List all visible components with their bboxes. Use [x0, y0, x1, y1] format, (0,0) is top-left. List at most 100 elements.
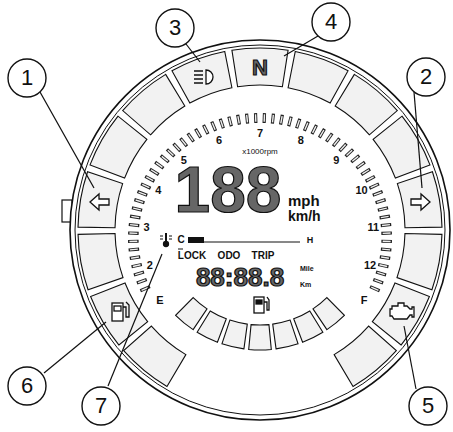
tach-tick-fill — [146, 177, 153, 181]
indicator-segment — [397, 234, 442, 290]
temp-scale — [204, 242, 300, 243]
speed-digits: 188 — [175, 158, 282, 222]
tach-tick — [351, 156, 359, 163]
callout-circle — [312, 3, 350, 41]
tach-tick — [361, 169, 370, 175]
leader-line — [44, 322, 106, 373]
tach-tick — [129, 225, 139, 226]
leader-line — [284, 36, 318, 56]
distance-unit: Mile — [300, 265, 314, 272]
leader-line — [40, 92, 94, 188]
tach-tick — [381, 225, 391, 226]
tach-tick-fill — [377, 200, 385, 202]
inner-bezel — [75, 45, 445, 415]
tach-tick — [132, 264, 142, 266]
callout-circle — [8, 59, 46, 97]
tach-tick — [378, 264, 388, 266]
tach-tick-fill — [130, 224, 138, 226]
mode-label: ODO — [218, 251, 241, 261]
callout-circle — [8, 367, 46, 405]
indicator-segment — [78, 172, 123, 228]
tach-tick-fill — [135, 272, 143, 274]
tach-tick — [319, 129, 324, 138]
tach-tick-fill — [320, 130, 324, 137]
callout-number: 7 — [95, 395, 107, 417]
tach-tick-fill — [289, 118, 291, 125]
tach-tick-fill — [142, 184, 149, 187]
fuel-segment — [273, 320, 298, 349]
fuel-level-window — [256, 300, 262, 304]
tach-tick — [129, 247, 140, 251]
indicator-segment — [124, 326, 186, 386]
tach-number: 6 — [216, 134, 222, 145]
tach-tick — [340, 144, 347, 152]
tach-tick-fill — [305, 123, 308, 130]
tach-tick — [380, 257, 390, 259]
headlight-icon — [206, 70, 213, 84]
tach-tick-fill — [196, 130, 200, 137]
tach-tick-fill — [382, 248, 390, 250]
leader-line — [186, 44, 200, 62]
tach-tick-fill — [130, 248, 138, 250]
fuel-segment — [197, 311, 226, 342]
tach-tick — [304, 122, 308, 131]
outer-bezel — [70, 40, 450, 420]
thermometer-bulb — [164, 242, 169, 247]
callout-circle — [156, 9, 194, 47]
indicator-segment — [123, 74, 185, 134]
tach-tick — [161, 156, 169, 163]
tach-number: 8 — [298, 134, 304, 145]
indicator-segment — [335, 74, 397, 134]
tach-tick — [381, 231, 392, 235]
tach-tick-fill — [138, 280, 145, 283]
indicator-segment — [90, 116, 147, 178]
speed-unit: km/h — [288, 209, 321, 223]
thermometer-base — [178, 249, 183, 250]
fuel-segment — [222, 320, 247, 349]
indicator-segment — [334, 326, 396, 386]
tach-tick-fill — [139, 192, 146, 195]
tach-tick — [128, 231, 139, 235]
tach-tick — [297, 119, 300, 129]
tach-number: 2 — [147, 260, 153, 271]
thermometer-stem — [165, 233, 167, 242]
tach-tick-fill — [136, 200, 144, 202]
indicator-segment — [373, 116, 430, 178]
tach-tick — [204, 125, 209, 134]
tach-tick-fill — [374, 192, 381, 195]
tach-tick-fill — [204, 126, 207, 133]
tach-tick — [312, 125, 317, 134]
tach-unit: x1000rpm — [242, 148, 278, 156]
tach-tick — [369, 184, 379, 188]
tach-tick-fill — [133, 265, 141, 267]
tach-tick-fill — [379, 265, 387, 267]
tach-tick — [229, 117, 231, 127]
tach-tick-fill — [272, 115, 274, 122]
tach-tick-fill — [221, 120, 223, 127]
tach-tick-fill — [156, 163, 162, 168]
thermometer-marks — [160, 236, 172, 239]
tach-tick — [137, 192, 147, 196]
callout-number: 6 — [21, 375, 33, 397]
tach-tick — [263, 113, 267, 123]
tach-tick — [174, 144, 181, 152]
tach-tick — [137, 279, 147, 283]
mode-label: TRIP — [252, 251, 275, 261]
indicator-segment — [78, 234, 123, 290]
tach-tick — [370, 287, 380, 291]
tach-tick — [289, 117, 291, 127]
tach-tick-fill — [347, 150, 353, 155]
tach-tick-fill — [362, 170, 369, 174]
tach-tick — [281, 115, 283, 125]
headlight-beams — [194, 71, 203, 83]
tach-tick — [357, 162, 365, 168]
leader-line — [404, 326, 416, 389]
tach-tick-fill — [379, 208, 387, 210]
fuel-warning-window — [114, 306, 121, 311]
callout-number: 1 — [21, 67, 33, 89]
odometer-digits: 88:88.8 — [196, 264, 284, 290]
tach-tick-fill — [381, 257, 389, 258]
tach-tick — [376, 200, 386, 203]
tach-tick — [272, 114, 273, 124]
